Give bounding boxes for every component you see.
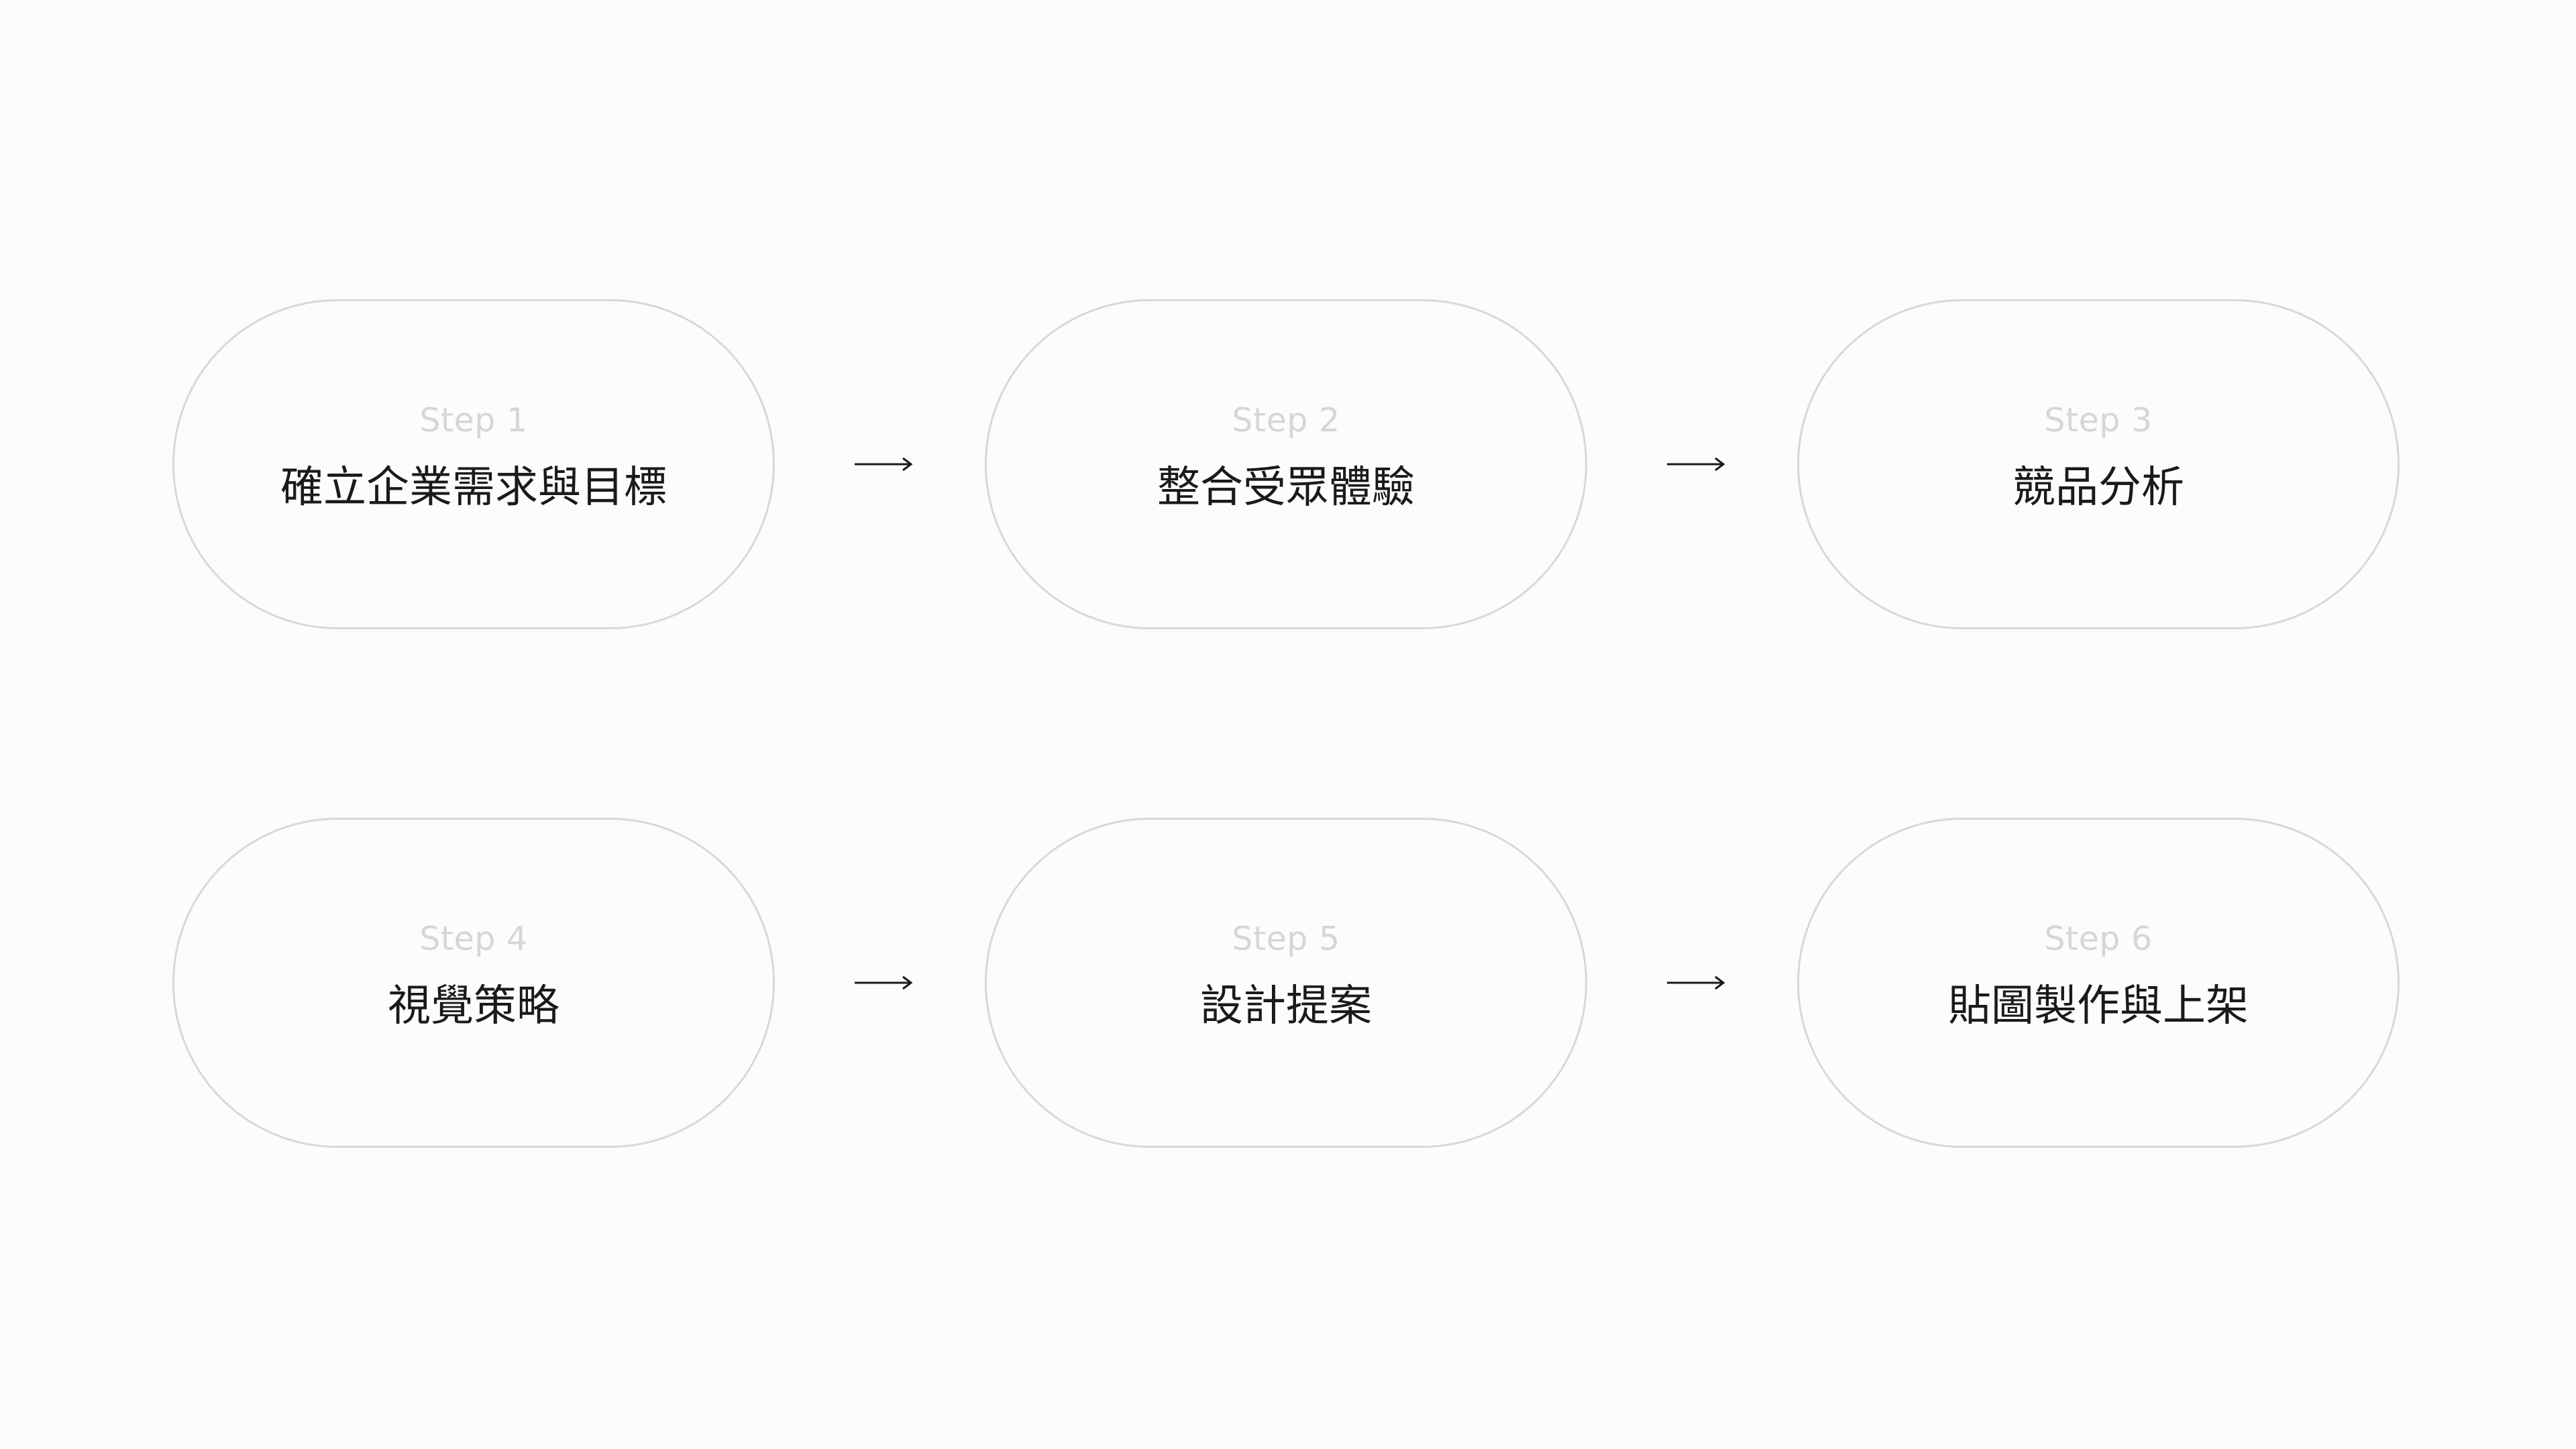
arrow-right-icon: [1666, 975, 1726, 991]
step-5-title: 設計提案: [1200, 981, 1372, 1031]
step-5-node: Step 5 設計提案: [985, 818, 1587, 1148]
step-6-label: Step 6: [2044, 920, 2153, 958]
step-3-node: Step 3 競品分析: [1797, 299, 2400, 629]
step-4-title: 視覺策略: [388, 981, 559, 1031]
step-1-label: Step 1: [419, 401, 528, 439]
step-2-label: Step 2: [1232, 401, 1340, 439]
step-2-node: Step 2 整合受眾體驗: [985, 299, 1587, 629]
arrow-right-icon: [853, 456, 914, 472]
step-6-title: 貼圖製作與上架: [1948, 981, 2249, 1031]
step-2-title: 整合受眾體驗: [1157, 463, 1415, 513]
step-6-node: Step 6 貼圖製作與上架: [1797, 818, 2400, 1148]
step-3-label: Step 3: [2044, 401, 2153, 439]
step-1-node: Step 1 確立企業需求與目標: [172, 299, 775, 629]
step-4-label: Step 4: [419, 920, 528, 958]
step-5-label: Step 5: [1232, 920, 1340, 958]
step-4-node: Step 4 視覺策略: [172, 818, 775, 1148]
step-1-title: 確立企業需求與目標: [280, 463, 667, 513]
arrow-right-icon: [1666, 456, 1726, 472]
step-3-title: 競品分析: [2012, 463, 2184, 513]
arrow-right-icon: [853, 975, 914, 991]
